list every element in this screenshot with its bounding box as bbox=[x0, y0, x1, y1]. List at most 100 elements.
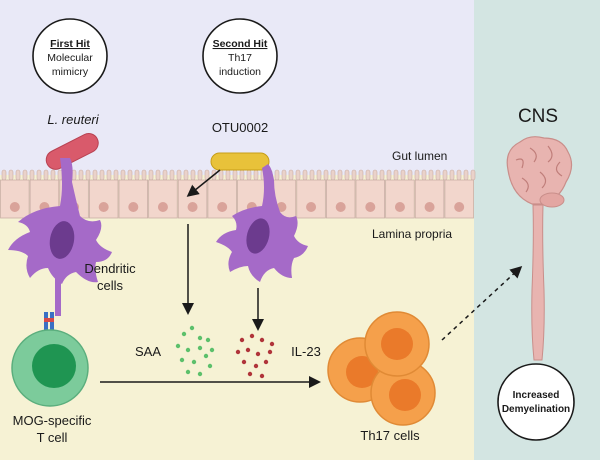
first-hit-title: First Hit bbox=[50, 38, 90, 50]
epithelial-cell bbox=[385, 179, 415, 219]
microvillus bbox=[351, 169, 357, 181]
il23-dot bbox=[245, 347, 251, 353]
second-hit-line1: Th17 bbox=[228, 52, 252, 64]
microvillus bbox=[407, 169, 413, 181]
saa-dot bbox=[175, 343, 181, 349]
outcome-line1: Increased bbox=[513, 390, 560, 401]
dendritic-cell-2-icon bbox=[216, 164, 308, 282]
microvillus bbox=[435, 169, 441, 181]
microvillus bbox=[99, 169, 105, 181]
microvillus bbox=[309, 169, 315, 181]
microvillus bbox=[372, 169, 378, 181]
microvillus bbox=[281, 169, 287, 181]
tcr-mhc-connector-icon bbox=[44, 312, 54, 336]
microvillus bbox=[1, 169, 7, 181]
saa-dots bbox=[175, 325, 215, 377]
microvillus bbox=[197, 169, 203, 181]
microvillus bbox=[379, 169, 385, 181]
microvillus bbox=[225, 169, 231, 181]
microvillus bbox=[232, 169, 238, 181]
microvillus bbox=[106, 169, 112, 181]
epithelial-cell bbox=[88, 179, 119, 219]
microvillus bbox=[400, 169, 406, 181]
microvillus bbox=[358, 169, 364, 181]
l-reuteri-bacterium-icon bbox=[45, 133, 99, 170]
saa-dot bbox=[185, 347, 191, 353]
microvillus bbox=[288, 169, 294, 181]
dendritic-cell-icon bbox=[8, 158, 112, 316]
epithelial-nucleus bbox=[306, 202, 317, 212]
il23-dot bbox=[269, 341, 275, 347]
brain-spinal-cord-icon bbox=[506, 136, 573, 361]
microvillus bbox=[323, 169, 329, 181]
cns-title: CNS bbox=[518, 106, 558, 127]
epithelial-nucleus bbox=[9, 202, 20, 212]
epithelial-cell bbox=[118, 179, 149, 219]
microvillus bbox=[344, 169, 350, 181]
microvillus bbox=[246, 169, 252, 181]
th17-cells-icon bbox=[327, 311, 436, 426]
epithelial-nucleus bbox=[454, 202, 465, 212]
microvillus bbox=[365, 169, 371, 181]
microvillus bbox=[295, 169, 301, 181]
second-hit-line2: induction bbox=[219, 66, 261, 78]
saa-dot bbox=[203, 353, 209, 359]
il23-dot bbox=[247, 371, 253, 377]
il23-dot bbox=[241, 359, 247, 365]
microvillus bbox=[127, 169, 133, 181]
microvillus bbox=[120, 169, 126, 181]
epithelial-cell bbox=[414, 179, 445, 219]
il23-dot bbox=[249, 333, 255, 339]
microvillus bbox=[15, 169, 21, 181]
saa-dot bbox=[189, 325, 195, 331]
microvillus bbox=[22, 169, 28, 181]
second-hit-title: Second Hit bbox=[213, 38, 268, 50]
microvillus bbox=[253, 169, 259, 181]
epithelial-cell bbox=[177, 179, 208, 219]
epithelial-nucleus bbox=[365, 202, 376, 212]
epithelial-nucleus bbox=[394, 202, 405, 212]
microvillus bbox=[92, 169, 98, 181]
il23-dots bbox=[235, 333, 275, 379]
microvillus bbox=[50, 169, 56, 181]
il23-label: IL-23 bbox=[291, 344, 321, 359]
microvillus bbox=[8, 169, 14, 181]
microvillus bbox=[302, 169, 308, 181]
il23-dot bbox=[255, 351, 261, 357]
epithelial-nucleus bbox=[424, 202, 435, 212]
t-cell-label-line2: T cell bbox=[37, 430, 68, 445]
microvillus bbox=[337, 169, 343, 181]
epithelial-cell bbox=[148, 179, 178, 219]
epithelial-nucleus bbox=[157, 202, 168, 212]
microvillus bbox=[421, 169, 427, 181]
epithelial-cell bbox=[325, 179, 356, 219]
first-hit-line2: mimicry bbox=[52, 66, 89, 78]
epithelial-cell bbox=[296, 179, 326, 219]
otu-bacterium-icon bbox=[210, 152, 270, 171]
microvillus bbox=[85, 169, 91, 181]
microvillus bbox=[148, 169, 154, 181]
saa-dot bbox=[197, 371, 203, 377]
microvillus bbox=[414, 169, 420, 181]
microvillus bbox=[113, 169, 119, 181]
arrows bbox=[100, 169, 523, 388]
saa-dot bbox=[207, 363, 213, 369]
il23-dot bbox=[253, 363, 259, 369]
microvillus bbox=[57, 169, 63, 181]
first-hit-line1: Molecular bbox=[47, 52, 93, 64]
microvillus bbox=[43, 169, 49, 181]
saa-dot bbox=[181, 331, 187, 337]
microvillus bbox=[183, 169, 189, 181]
otu-label: OTU0002 bbox=[212, 120, 268, 135]
microvillus bbox=[218, 169, 224, 181]
microvillus bbox=[470, 169, 476, 181]
dendritic-label-line1: Dendritic bbox=[84, 261, 136, 276]
microvillus bbox=[463, 169, 469, 181]
il23-dot bbox=[267, 349, 273, 355]
saa-dot bbox=[191, 359, 197, 365]
microvillus bbox=[449, 169, 455, 181]
outcome-line2: Demyelination bbox=[502, 404, 570, 415]
microvillus bbox=[155, 169, 161, 181]
microvillus bbox=[36, 169, 42, 181]
